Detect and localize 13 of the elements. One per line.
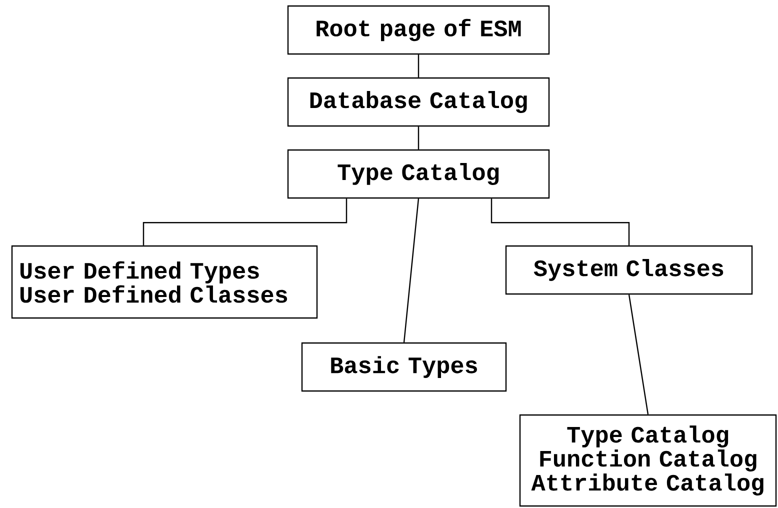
connector-line (418, 126, 420, 150)
text-box: Database Catalog (287, 77, 550, 127)
connector-line (142, 198, 348, 246)
connector-line (418, 54, 420, 78)
text-box: Type Catalog Function Catalog Attribute Catalog (519, 414, 777, 507)
connector-line (490, 198, 630, 246)
text-box: Basic Types (301, 342, 507, 392)
text-box: Type Catalog (287, 149, 550, 199)
text-box: User Defined Types User Defined Classes (11, 245, 318, 319)
text-box: System Classes (505, 245, 753, 295)
connector-line (403, 198, 420, 342)
connector-line (628, 294, 649, 414)
text-box: Root page of ESM (287, 5, 550, 55)
